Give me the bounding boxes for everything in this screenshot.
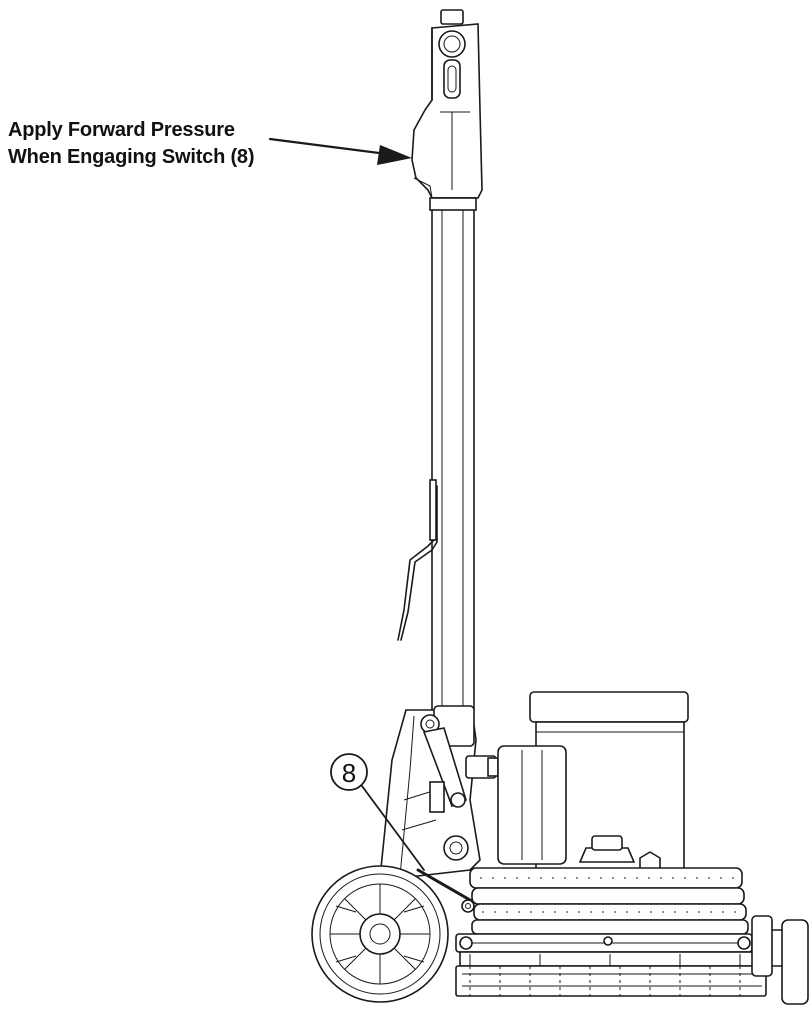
callout-arrow (268, 137, 412, 165)
callout-line-2: When Engaging Switch (8) (8, 146, 255, 168)
wheel (311, 865, 449, 1003)
callout-instruction: Apply Forward Pressure When Engaging Swi… (8, 117, 255, 171)
switch-rod (416, 868, 475, 913)
handle-grip (411, 9, 483, 199)
part-label-8: 8 (330, 753, 425, 871)
part-label-number: 8 (342, 758, 356, 788)
motor (497, 691, 689, 871)
callout-line-1: Apply Forward Pressure (8, 119, 235, 141)
handle-tube (429, 197, 477, 711)
yoke-bracket (379, 705, 499, 879)
handle-lever (397, 479, 438, 641)
base-housing (455, 867, 809, 1005)
